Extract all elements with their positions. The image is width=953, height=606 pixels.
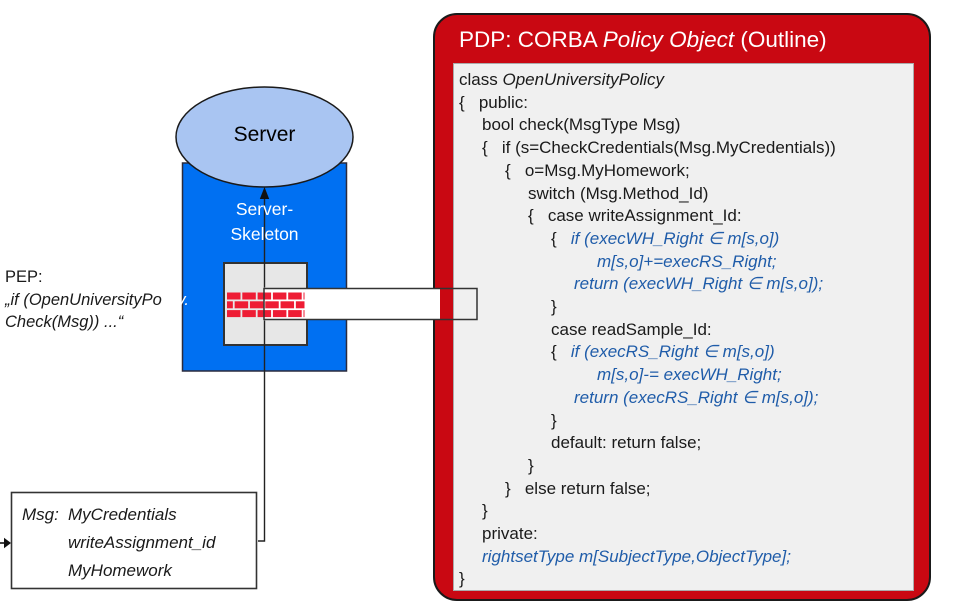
server-skeleton-label: Server- Skeleton	[182, 197, 347, 247]
msg-label: Msg:	[22, 505, 59, 524]
code-line: return (execRS_Right ∈ m[s,o]);	[574, 387, 819, 407]
pdp-title-part: (Outline)	[734, 27, 827, 52]
code-line: bool check(MsgType Msg)	[482, 115, 681, 135]
msg-field-row: Msg: MyCredentials	[22, 501, 252, 529]
skeleton-label-line2: Skeleton	[230, 224, 299, 244]
arrowhead-right-icon	[4, 537, 11, 549]
code-line: m[s,o]-= execWH_Right;	[597, 365, 782, 385]
code-line: }	[459, 569, 465, 589]
msg-field-method: writeAssignment_id	[68, 533, 216, 552]
code-line: }	[551, 410, 557, 430]
code-line: { public:	[459, 92, 528, 112]
pep-code-line2: Check(Msg)) ...“	[5, 313, 124, 331]
code-line: } else return false;	[505, 478, 651, 498]
pdp-title-part: PDP: CORBA	[459, 27, 603, 52]
code-line: }	[482, 501, 488, 521]
pdp-title-part: Policy Object	[602, 27, 735, 52]
pep-annotation: PEP: „if (OpenUniversityPolicy. Check(Ms…	[5, 266, 265, 334]
msg-flow-arrow	[258, 198, 266, 542]
pep-heading: PEP:	[5, 268, 43, 286]
pdp-policy-box: PDP: CORBA Policy Object (Outline) class…	[433, 13, 931, 601]
code-line: case readSample_Id:	[551, 319, 712, 339]
code-line: }	[551, 297, 557, 317]
code-line: return (execWH_Right ∈ m[s,o]);	[574, 274, 824, 294]
code-line: { if (execRS_Right ∈ m[s,o])	[551, 342, 775, 362]
msg-field-object: MyHomework	[68, 561, 172, 580]
code-line: private:	[482, 524, 538, 544]
pdp-title: PDP: CORBA Policy Object (Outline)	[459, 27, 919, 63]
msg-box-text: Msg: MyCredentials writeAssignment_id My…	[22, 501, 252, 585]
code-line: rightsetType m[SubjectType,ObjectType];	[482, 546, 791, 566]
code-line: switch (Msg.Method_Id)	[528, 183, 709, 203]
code-line: { if (s=CheckCredentials(Msg.MyCredentia…	[482, 138, 836, 158]
code-line: { case writeAssignment_Id:	[528, 206, 742, 226]
pep-code-line1: „if (OpenUniversityPolicy.	[5, 290, 190, 309]
skeleton-label-line1: Server-	[235, 199, 294, 219]
code-line: { if (execWH_Right ∈ m[s,o])	[551, 228, 780, 248]
policy-code-panel: class OpenUniversityPolicy { public: bool …	[453, 63, 914, 591]
code-line: class OpenUniversityPolicy	[459, 70, 665, 89]
server-label: Server	[233, 123, 296, 146]
code-line: default: return false;	[551, 433, 702, 453]
code-line: m[s,o]+=execRS_Right;	[597, 251, 777, 271]
code-line: { o=Msg.MyHomework;	[505, 160, 690, 180]
msg-field-credentials: MyCredentials	[68, 505, 177, 524]
connector-fill	[264, 288, 440, 320]
code-line: }	[528, 455, 534, 475]
